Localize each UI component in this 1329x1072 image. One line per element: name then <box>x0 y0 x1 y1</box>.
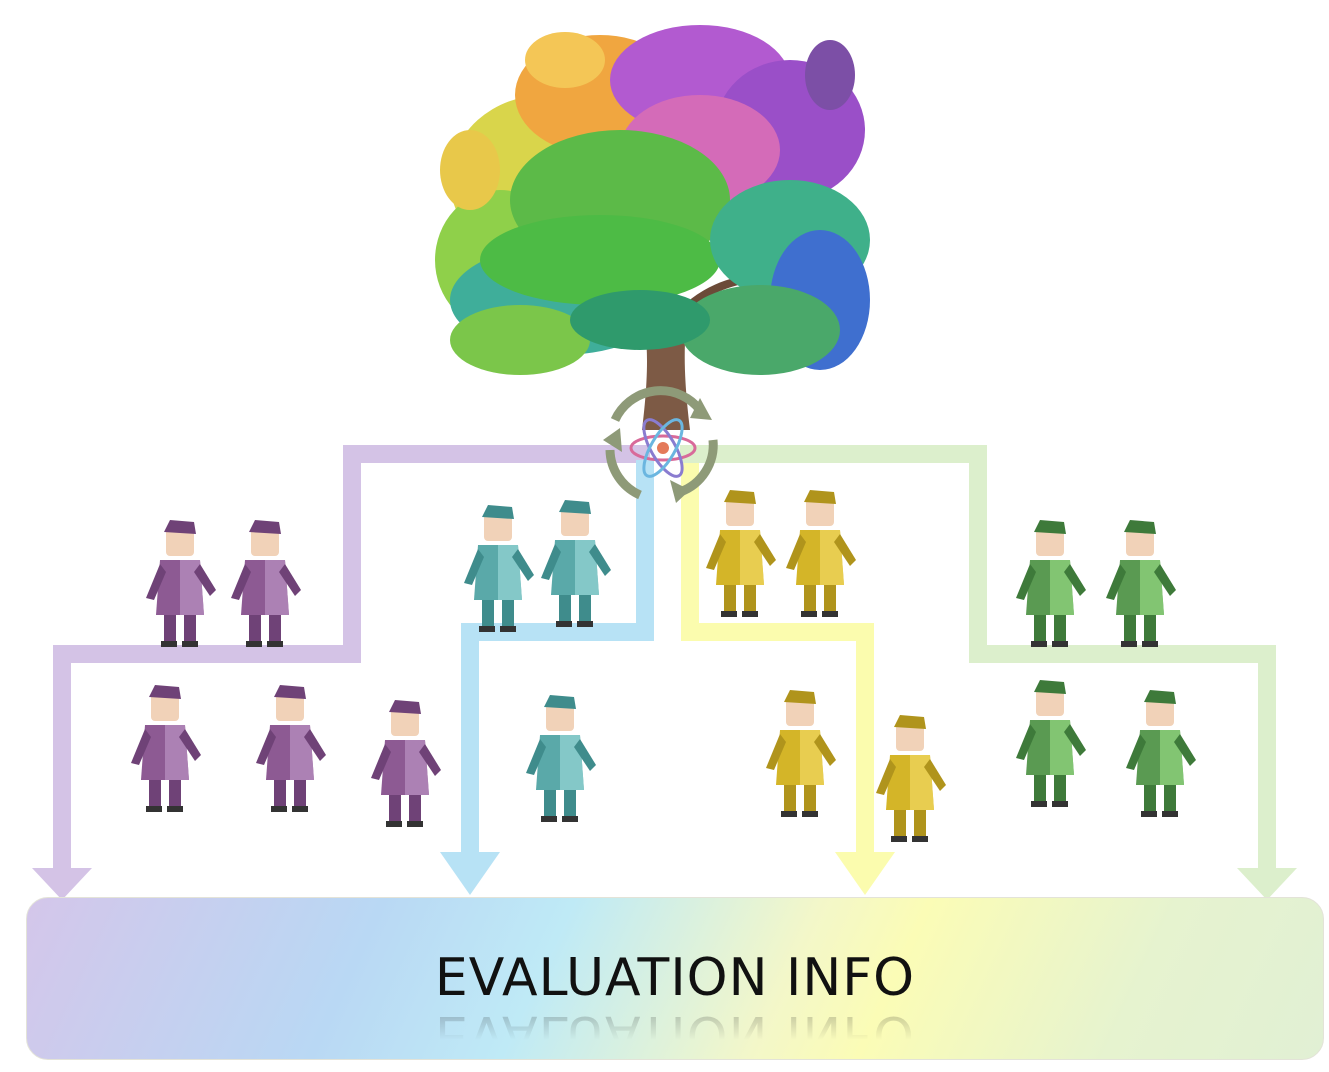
purple-arrow-head <box>32 868 92 900</box>
yellow-arrow-head <box>835 852 895 895</box>
green-arrow-head <box>1237 868 1297 900</box>
waiter-with-cake-figure <box>526 695 596 822</box>
teacher-with-pointer-figure <box>131 685 201 812</box>
elf-figure <box>1126 690 1196 817</box>
nurse-figure <box>541 500 611 627</box>
evaluation-info-title: EVALUATION INFO <box>434 948 916 1008</box>
doctor-figure <box>464 505 534 632</box>
blue-flow-line <box>461 460 654 860</box>
scientist-figure <box>231 520 301 647</box>
student-with-ruler-figure <box>371 700 441 827</box>
engineer-with-hammer-figure <box>706 490 776 617</box>
fairy-figure <box>1106 520 1176 647</box>
dancer-with-maracas-figure <box>876 715 946 842</box>
evaluation-info-box <box>26 897 1324 1060</box>
wizard-figure <box>1016 520 1086 647</box>
speaker-at-podium-figure <box>256 685 326 812</box>
colorful-tree-icon <box>435 25 870 430</box>
green-flow-line <box>680 445 1276 875</box>
purple-flow-line <box>53 445 650 875</box>
atom-icon <box>629 418 697 478</box>
chess-player-figure <box>146 520 216 647</box>
cycle-arrows-icon <box>603 386 718 503</box>
flow-connectors <box>53 445 1276 875</box>
blue-arrow-head <box>440 852 500 895</box>
warrior-figure <box>1016 680 1086 807</box>
yellow-flow-line <box>681 460 874 860</box>
painter-figure <box>786 490 856 617</box>
salesman-figure <box>766 690 836 817</box>
